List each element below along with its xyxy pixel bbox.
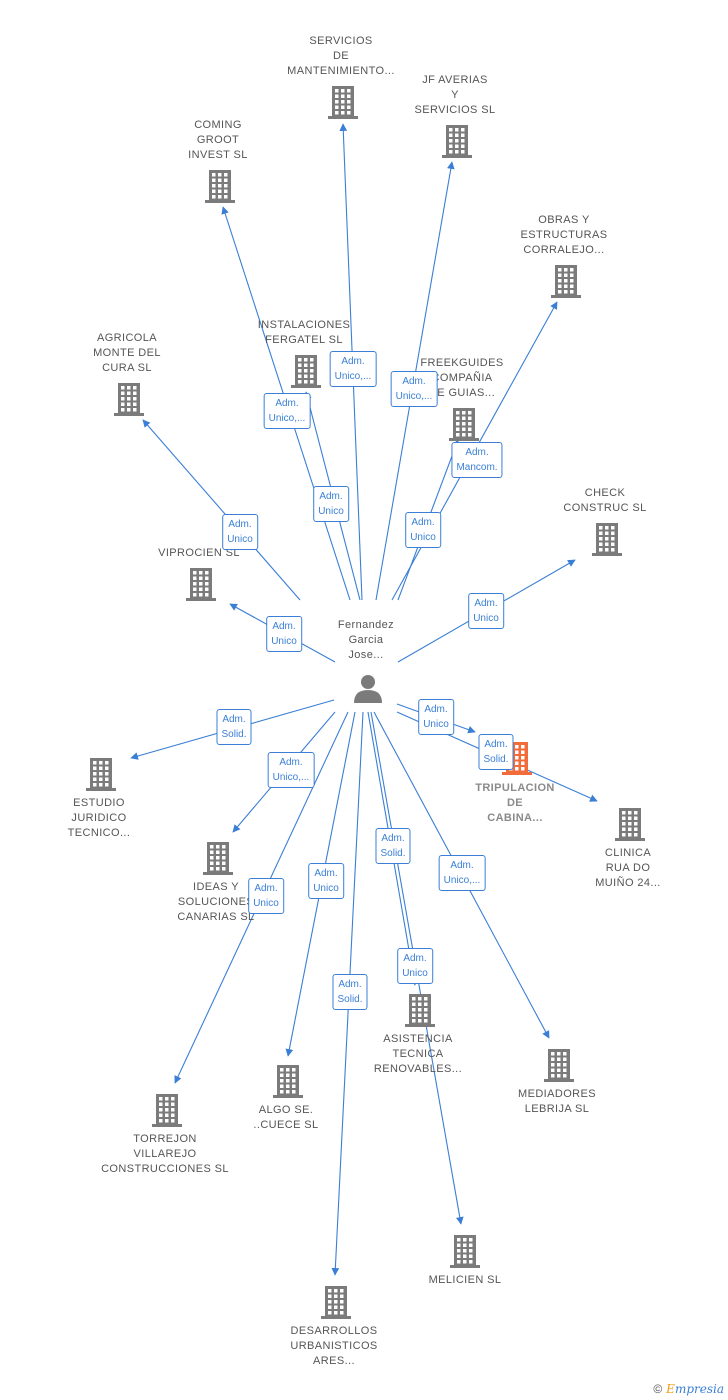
relation-badge[interactable]: Adm. Solid.: [216, 709, 252, 745]
building-icon[interactable]: [152, 1094, 182, 1127]
company-label[interactable]: TORREJON VILLAREJO CONSTRUCCIONES SL: [101, 1133, 229, 1175]
company-label[interactable]: ASISTENCIA TECNICA RENOVABLES...: [373, 1033, 463, 1075]
relation-badge[interactable]: Adm. Unico: [468, 593, 504, 629]
relation-badge[interactable]: Adm. Unico: [405, 512, 441, 548]
building-icon[interactable]: [592, 523, 622, 556]
relation-badge[interactable]: Adm. Unico,...: [390, 371, 438, 407]
relation-badge[interactable]: Adm. Unico: [418, 699, 454, 735]
building-icon[interactable]: [551, 265, 581, 298]
company-label[interactable]: COMING GROOT INVEST SL: [188, 119, 248, 161]
empresia-logo: Empresia: [666, 1382, 724, 1396]
company-label[interactable]: ALGO SE. ..CUECE SL: [253, 1104, 319, 1131]
building-icon[interactable]: [405, 994, 435, 1027]
building-icon[interactable]: [86, 758, 116, 791]
footer-brand: ©Empresia: [653, 1382, 724, 1396]
relation-badge[interactable]: Adm. Unico,...: [263, 393, 311, 429]
building-icon[interactable]: [321, 1286, 351, 1319]
company-label[interactable]: ESTUDIO JURIDICO TECNICO...: [67, 797, 131, 839]
company-label[interactable]: MELICIEN SL: [428, 1274, 502, 1286]
person-name[interactable]: Fernandez Garcia Jose...: [337, 619, 395, 661]
building-icon[interactable]: [114, 383, 144, 416]
relation-badge[interactable]: Adm. Solid.: [375, 828, 411, 864]
relation-badge[interactable]: Adm. Unico: [222, 514, 258, 550]
relation-badge[interactable]: Adm. Unico: [308, 863, 344, 899]
building-icon[interactable]: [615, 808, 645, 841]
company-label[interactable]: IDEAS Y SOLUCIONES CANARIAS SL: [177, 881, 255, 923]
building-icon[interactable]: [442, 125, 472, 158]
company-label[interactable]: MEDIADORES LEBRIJA SL: [518, 1088, 596, 1115]
relation-badge[interactable]: Adm. Unico: [397, 948, 433, 984]
company-label[interactable]: SERVICIOS DE MANTENIMIENTO...: [287, 35, 395, 77]
company-label[interactable]: OBRAS Y ESTRUCTURAS CORRALEJO...: [520, 214, 608, 256]
relation-badge[interactable]: Adm. Mancom.: [451, 442, 503, 478]
company-label[interactable]: INSTALACIONES FERGATEL SL: [257, 319, 351, 346]
building-icon[interactable]: [203, 842, 233, 875]
building-icon[interactable]: [328, 86, 358, 119]
company-label[interactable]: TRIPULACION DE CABINA...: [475, 782, 555, 824]
relation-badge[interactable]: Adm. Unico: [313, 486, 349, 522]
building-icon[interactable]: [186, 568, 216, 601]
company-label[interactable]: VIPROCIEN SL: [158, 547, 240, 559]
relation-badge[interactable]: Adm. Unico,...: [438, 855, 486, 891]
relation-badge[interactable]: Adm. Unico,...: [329, 351, 377, 387]
copyright-symbol: ©: [653, 1382, 663, 1396]
building-icon[interactable]: [544, 1049, 574, 1082]
relation-badge[interactable]: Adm. Unico: [248, 878, 284, 914]
building-icon[interactable]: [449, 408, 479, 441]
company-label[interactable]: AGRICOLA MONTE DEL CURA SL: [93, 332, 161, 374]
relation-badge[interactable]: Adm. Unico: [266, 616, 302, 652]
building-icon[interactable]: [450, 1235, 480, 1268]
company-label[interactable]: FREEKGUIDES COMPAÑIA DE GUIAS...: [420, 357, 504, 399]
company-label[interactable]: CHECK CONSTRUC SL: [563, 487, 647, 514]
relation-badge[interactable]: Adm. Solid.: [478, 734, 514, 770]
company-label[interactable]: DESARROLLOS URBANISTICOS ARES...: [290, 1325, 378, 1367]
company-label[interactable]: JF AVERIAS Y SERVICIOS SL: [414, 74, 496, 116]
relation-badge[interactable]: Adm. Unico,...: [267, 752, 315, 788]
person-icon[interactable]: [354, 675, 382, 703]
relation-badge[interactable]: Adm. Solid.: [332, 974, 368, 1010]
building-icon[interactable]: [273, 1065, 303, 1098]
company-label[interactable]: CLINICA RUA DO MUIÑO 24...: [595, 847, 661, 889]
building-icon[interactable]: [205, 170, 235, 203]
building-icon[interactable]: [291, 355, 321, 388]
edge-line: [142, 419, 301, 601]
